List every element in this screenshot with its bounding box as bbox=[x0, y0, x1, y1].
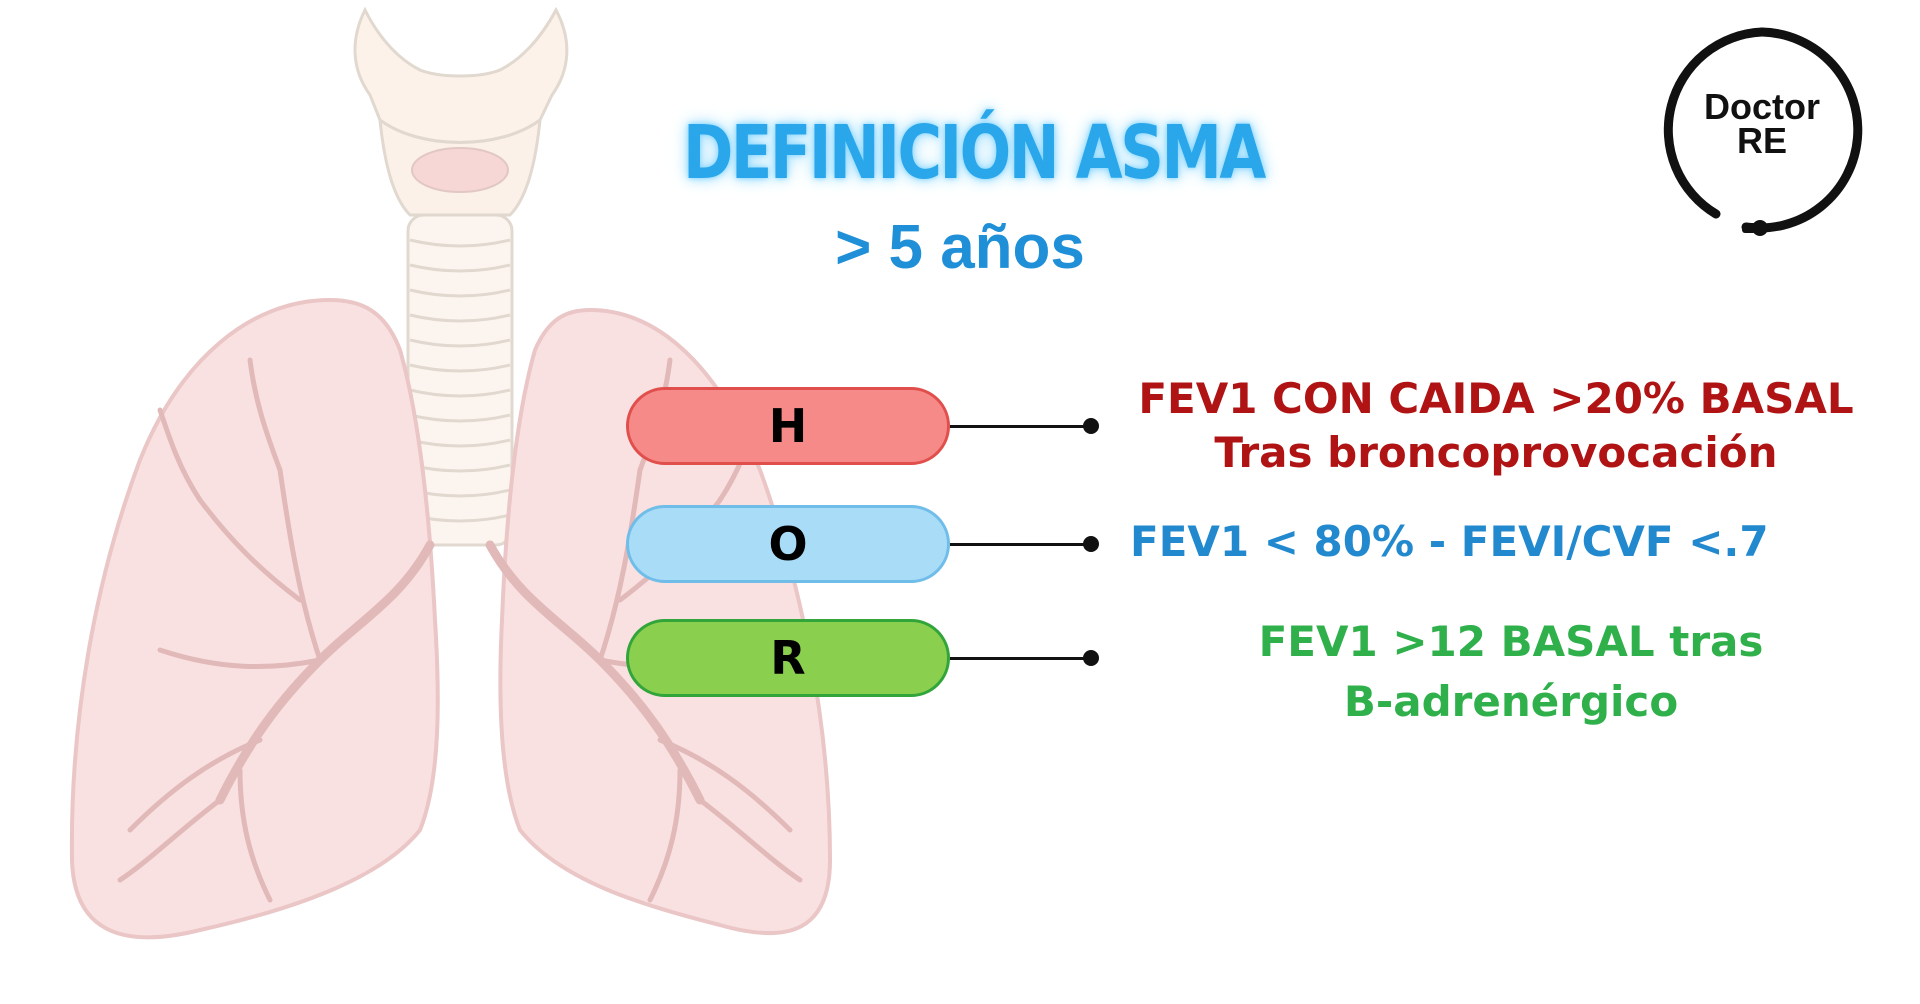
stethoscope-ring-icon bbox=[1663, 27, 1863, 236]
criterion-o-description: FEV1 < 80% - FEVI/CVF <.7 bbox=[1130, 514, 1820, 570]
left-lung-shape bbox=[69, 297, 440, 940]
logo-line-2: RE bbox=[1736, 120, 1787, 161]
criterion-r-line-1: FEV1 >12 BASAL tras bbox=[1258, 617, 1764, 666]
criterion-h-line-1: FEV1 CON CAIDA >20% BASAL bbox=[1138, 374, 1854, 423]
bronchioles-left bbox=[117, 357, 323, 903]
logo-text: Doctor RE bbox=[1656, 89, 1868, 161]
criterion-h-connector bbox=[950, 425, 1090, 428]
criterion-h-line-2: Tras broncoprovocación bbox=[1214, 428, 1778, 477]
page-subtitle: > 5 años bbox=[835, 213, 1085, 282]
criterion-r-description: FEV1 >12 BASAL tras B-adrenérgico bbox=[1216, 612, 1806, 732]
criterion-o-connector bbox=[950, 543, 1090, 546]
criterion-o-pill: O bbox=[626, 505, 950, 583]
logo-line-1: Doctor bbox=[1704, 86, 1820, 127]
criterion-r-line-2: B-adrenérgico bbox=[1343, 677, 1679, 726]
criterion-r-connector bbox=[950, 657, 1090, 660]
criterion-h-dot bbox=[1083, 418, 1099, 434]
criterion-o-line-1: FEV1 < 80% - FEVI/CVF <.7 bbox=[1130, 517, 1769, 566]
criterion-h-pill: H bbox=[626, 387, 950, 465]
criterion-o-dot bbox=[1083, 536, 1099, 552]
criterion-r-dot bbox=[1083, 650, 1099, 666]
doctor-re-logo: Doctor RE bbox=[1656, 24, 1868, 236]
vocal-cords-shape bbox=[411, 147, 509, 193]
page-title: DEFINICIÓN ASMA bbox=[683, 110, 1266, 196]
criterion-h-description: FEV1 CON CAIDA >20% BASAL Tras broncopro… bbox=[1136, 372, 1856, 480]
criterion-r-pill: R bbox=[626, 619, 950, 697]
